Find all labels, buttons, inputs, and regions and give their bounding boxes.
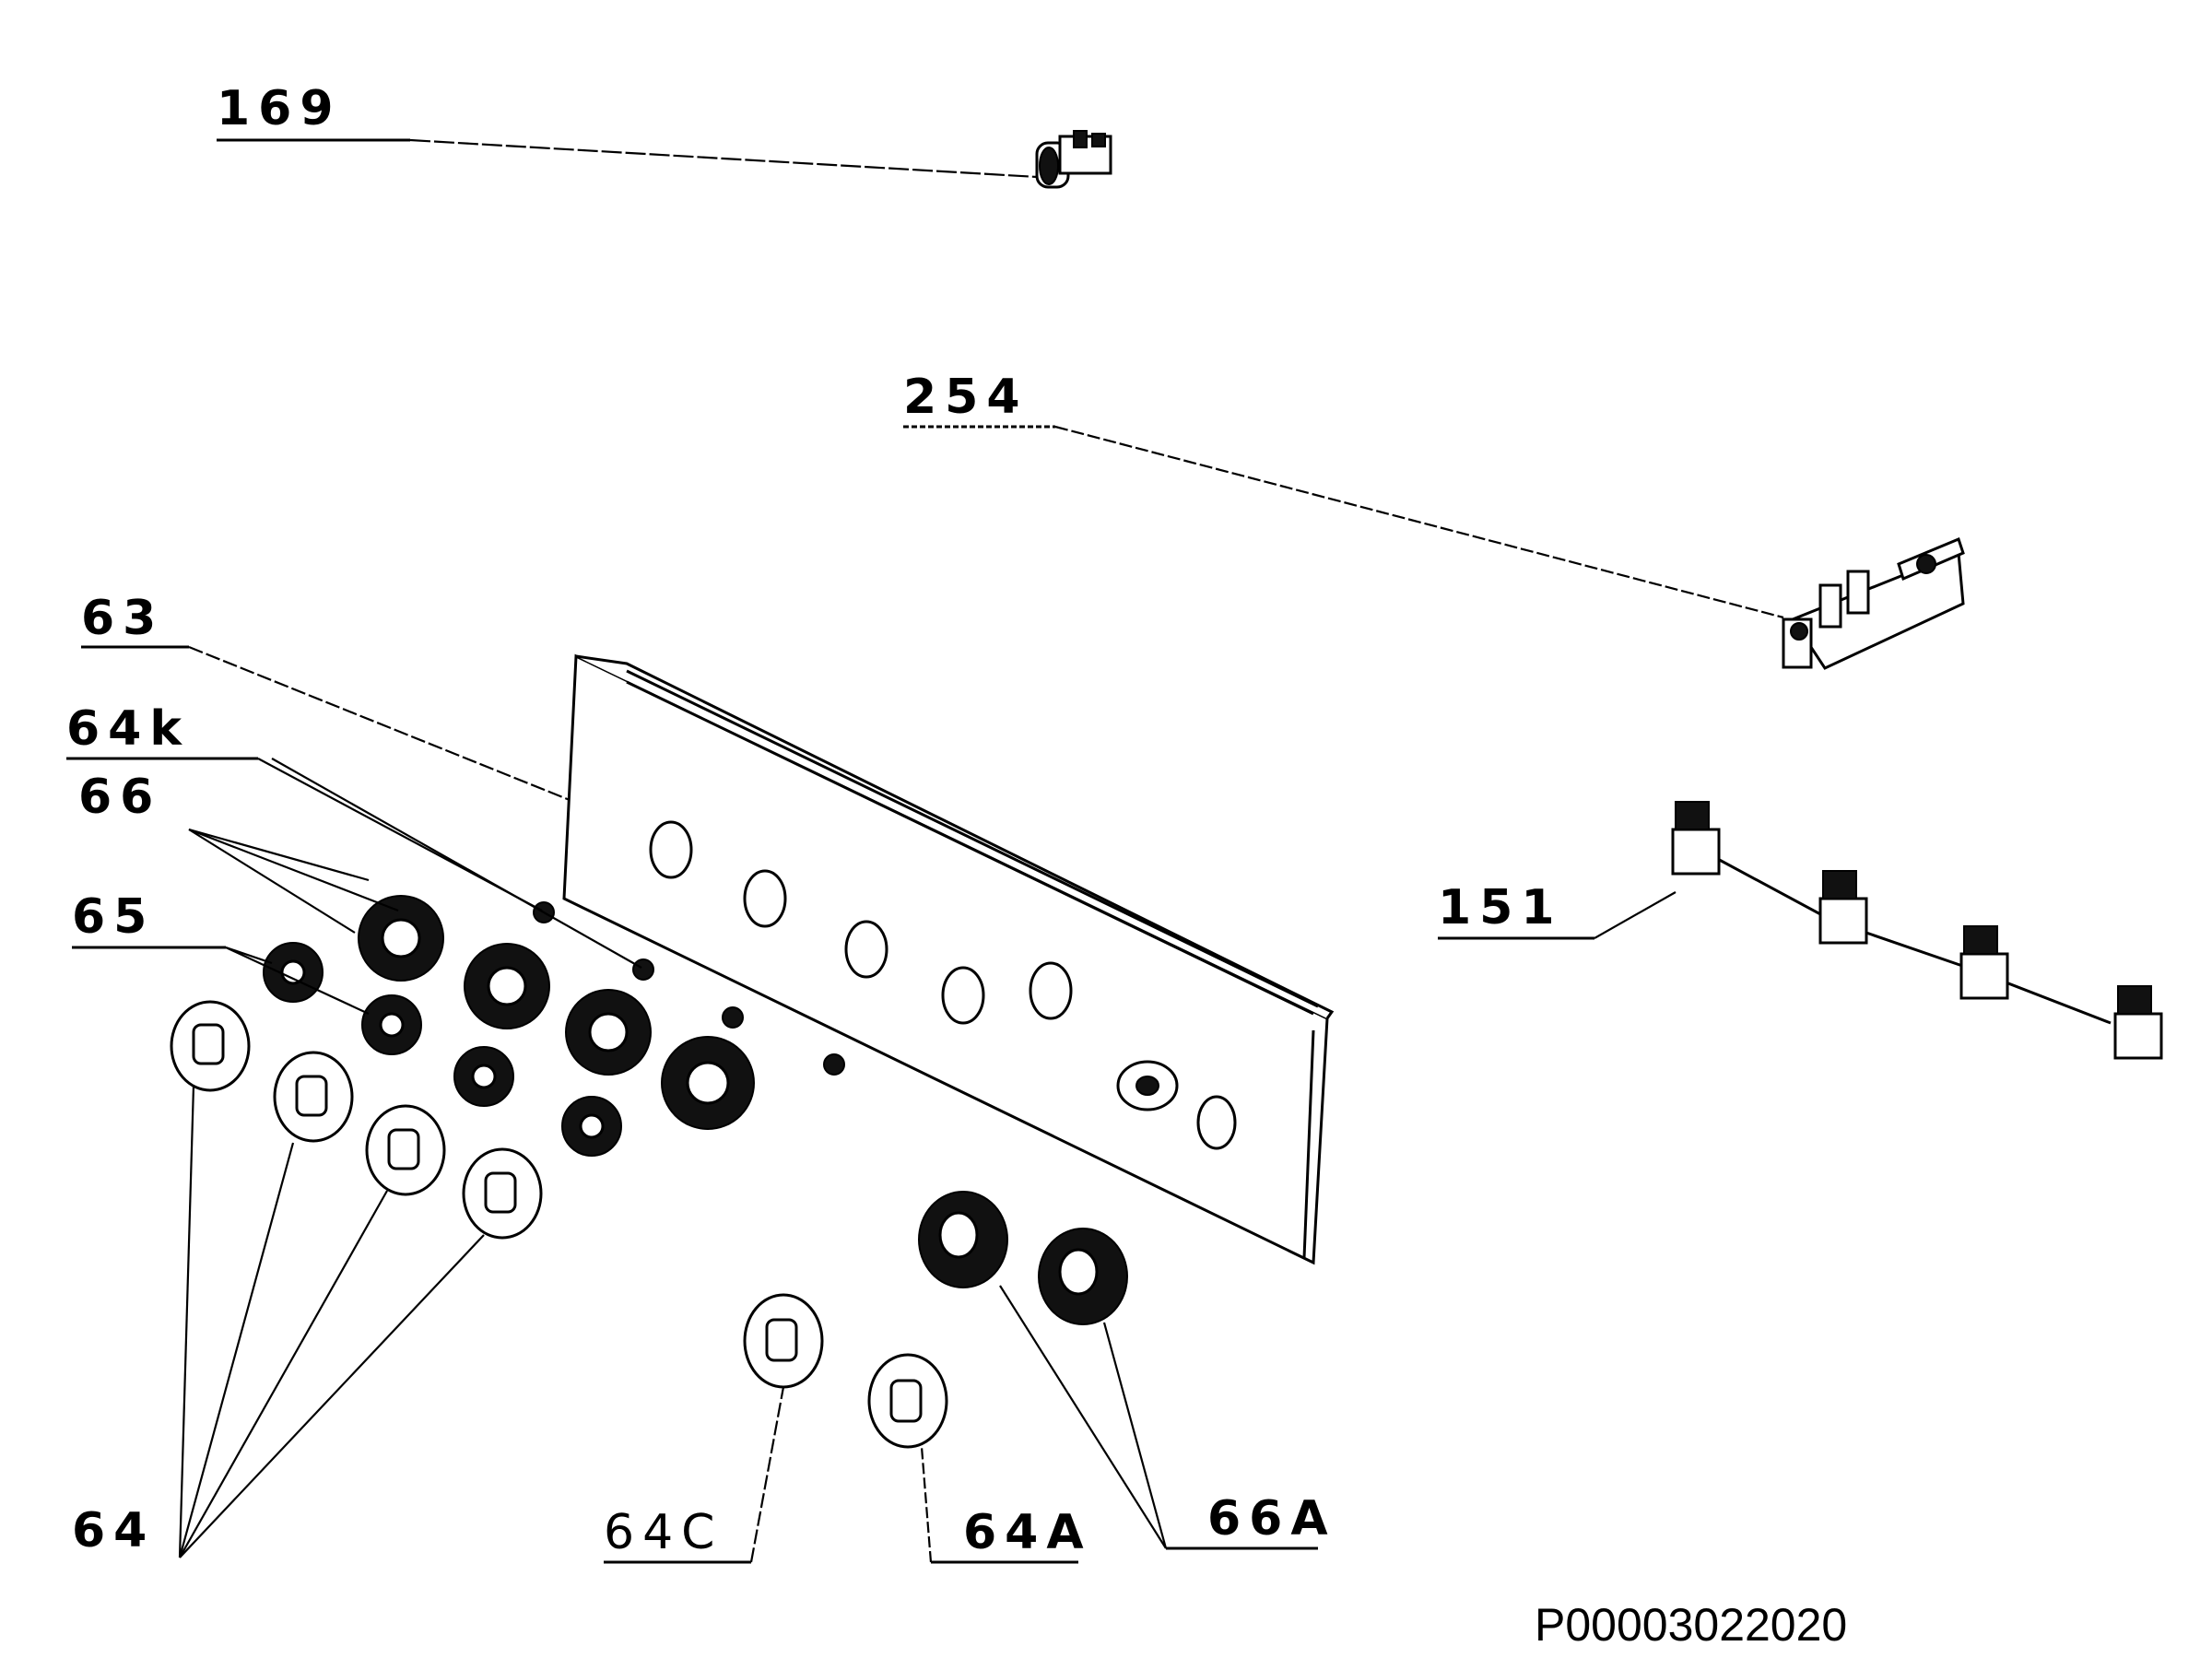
label-151: 151 (1438, 880, 1677, 940)
label-64A: 64A (920, 1446, 1092, 1564)
label-65: 65 (72, 889, 370, 1015)
label-63-text: 63 (81, 591, 164, 646)
part-64A-knob (867, 1353, 948, 1449)
label-64: 64 (72, 1085, 485, 1558)
label-64C-text: 64C (604, 1505, 723, 1560)
label-66-text: 66 (78, 770, 161, 825)
label-254: 254 (903, 370, 1784, 619)
label-169: 169 (217, 81, 1038, 179)
label-66: 66 (78, 770, 399, 934)
label-64k-text: 64k (66, 701, 190, 757)
label-254-text: 254 (903, 370, 1029, 425)
label-66A-text: 66A (1207, 1491, 1336, 1546)
label-65-text: 65 (72, 889, 155, 945)
part-254-switch-block (1782, 536, 1965, 670)
part-151-switch-harness (1671, 801, 2163, 1060)
label-151-text: 151 (1438, 880, 1563, 935)
label-64-text: 64 (72, 1503, 155, 1558)
label-64C: 64C (604, 1386, 785, 1564)
part-65-small-bezels (263, 942, 622, 1157)
part-66-knob-bezels (358, 895, 755, 1130)
part-63-control-panel (562, 653, 1335, 1265)
part-64k-screws (533, 901, 845, 1076)
part-66A-bezels (918, 1191, 1128, 1325)
drawing-reference-number: P00003022020 (1535, 1599, 1847, 1651)
label-169-text: 169 (217, 81, 342, 136)
label-64A-text: 64A (963, 1505, 1092, 1560)
label-63: 63 (81, 591, 571, 802)
label-66A: 66A (999, 1285, 1336, 1550)
part-64C-knob (743, 1293, 824, 1389)
part-169-lamp-holder (1035, 130, 1112, 189)
label-64k: 64k (66, 701, 642, 969)
part-64-knobs (170, 1000, 543, 1240)
